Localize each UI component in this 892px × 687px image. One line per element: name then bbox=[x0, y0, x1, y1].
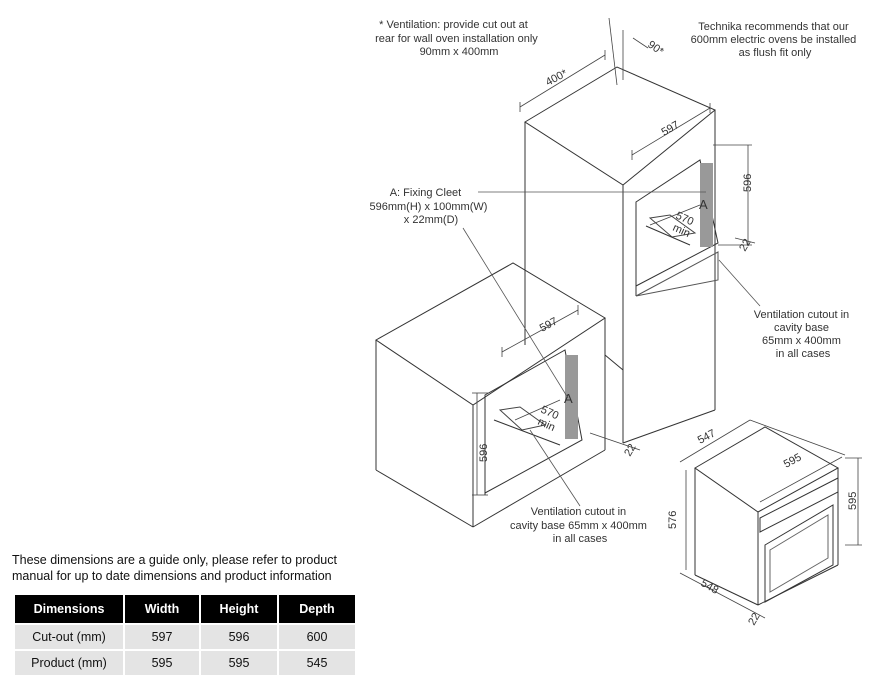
tall-height-label: 596 bbox=[742, 174, 754, 192]
row-label: Cut-out (mm) bbox=[15, 625, 123, 649]
disclaimer-line-1: These dimensions are a guide only, pleas… bbox=[12, 553, 337, 567]
low-width-label: 597 bbox=[538, 315, 560, 334]
oven-height-label: 595 bbox=[847, 492, 859, 510]
fixing-cleet-note: A: Fixing Cleet 596mm(H) x 100mm(W) x 22… bbox=[369, 187, 490, 226]
recommendation-note: Technika recommends that our 600mm elect… bbox=[691, 21, 860, 59]
cell-depth: 545 bbox=[279, 651, 355, 675]
table-row: Product (mm) 595 595 545 bbox=[15, 651, 355, 675]
low-gap-label: 22 bbox=[622, 442, 639, 459]
cell-height: 595 bbox=[201, 651, 277, 675]
low-dimension-lines bbox=[472, 305, 641, 496]
table-row: Cut-out (mm) 597 596 600 bbox=[15, 625, 355, 649]
header-width: Width bbox=[125, 595, 199, 623]
oven-depth-top-label: 547 bbox=[696, 427, 718, 446]
tall-depth-label: 400* bbox=[544, 67, 570, 89]
tall-gap-label: 22 bbox=[737, 237, 754, 254]
oven-depth-bottom-label: 548 bbox=[699, 577, 721, 597]
low-cabinet bbox=[375, 262, 606, 528]
disclaimer-note: These dimensions are a guide only, pleas… bbox=[12, 552, 337, 584]
cell-width: 597 bbox=[125, 625, 199, 649]
vent-cutout-bottom-note: Ventilation cutout in cavity base 65mm x… bbox=[510, 506, 650, 545]
table-header-row: Dimensions Width Height Depth bbox=[15, 595, 355, 623]
oven-width-label: 595 bbox=[782, 451, 804, 470]
oven-front-height-label: 576 bbox=[667, 511, 679, 529]
header-depth: Depth bbox=[279, 595, 355, 623]
tall-angle-label: 90* bbox=[645, 39, 666, 59]
tall-width-label: 597 bbox=[660, 119, 682, 139]
oven-dimension-lines bbox=[679, 419, 862, 619]
tall-cabinet bbox=[524, 66, 719, 444]
oven-unit bbox=[694, 426, 840, 606]
header-height: Height bbox=[201, 595, 277, 623]
fixing-cleet-tall bbox=[700, 163, 713, 247]
cell-depth: 600 bbox=[279, 625, 355, 649]
cleet-label-tall: A bbox=[699, 197, 708, 212]
tall-dimension-lines bbox=[519, 17, 756, 246]
leader-lines bbox=[462, 191, 761, 507]
fixing-cleet-low bbox=[565, 355, 578, 439]
disclaimer-line-2: manual for up to date dimensions and pro… bbox=[12, 569, 332, 583]
row-label: Product (mm) bbox=[15, 651, 123, 675]
header-dimensions: Dimensions bbox=[15, 595, 123, 623]
low-height-label: 596 bbox=[478, 444, 490, 462]
vent-cutout-right-note: Ventilation cutout in cavity base 65mm x… bbox=[754, 309, 852, 360]
oven-gap-label: 22 bbox=[746, 611, 763, 628]
cleet-label-low: A bbox=[564, 391, 573, 406]
cell-height: 596 bbox=[201, 625, 277, 649]
dimensions-table: Dimensions Width Height Depth Cut-out (m… bbox=[13, 593, 357, 677]
ventilation-note: * Ventilation: provide cut out at rear f… bbox=[375, 19, 541, 58]
cell-width: 595 bbox=[125, 651, 199, 675]
